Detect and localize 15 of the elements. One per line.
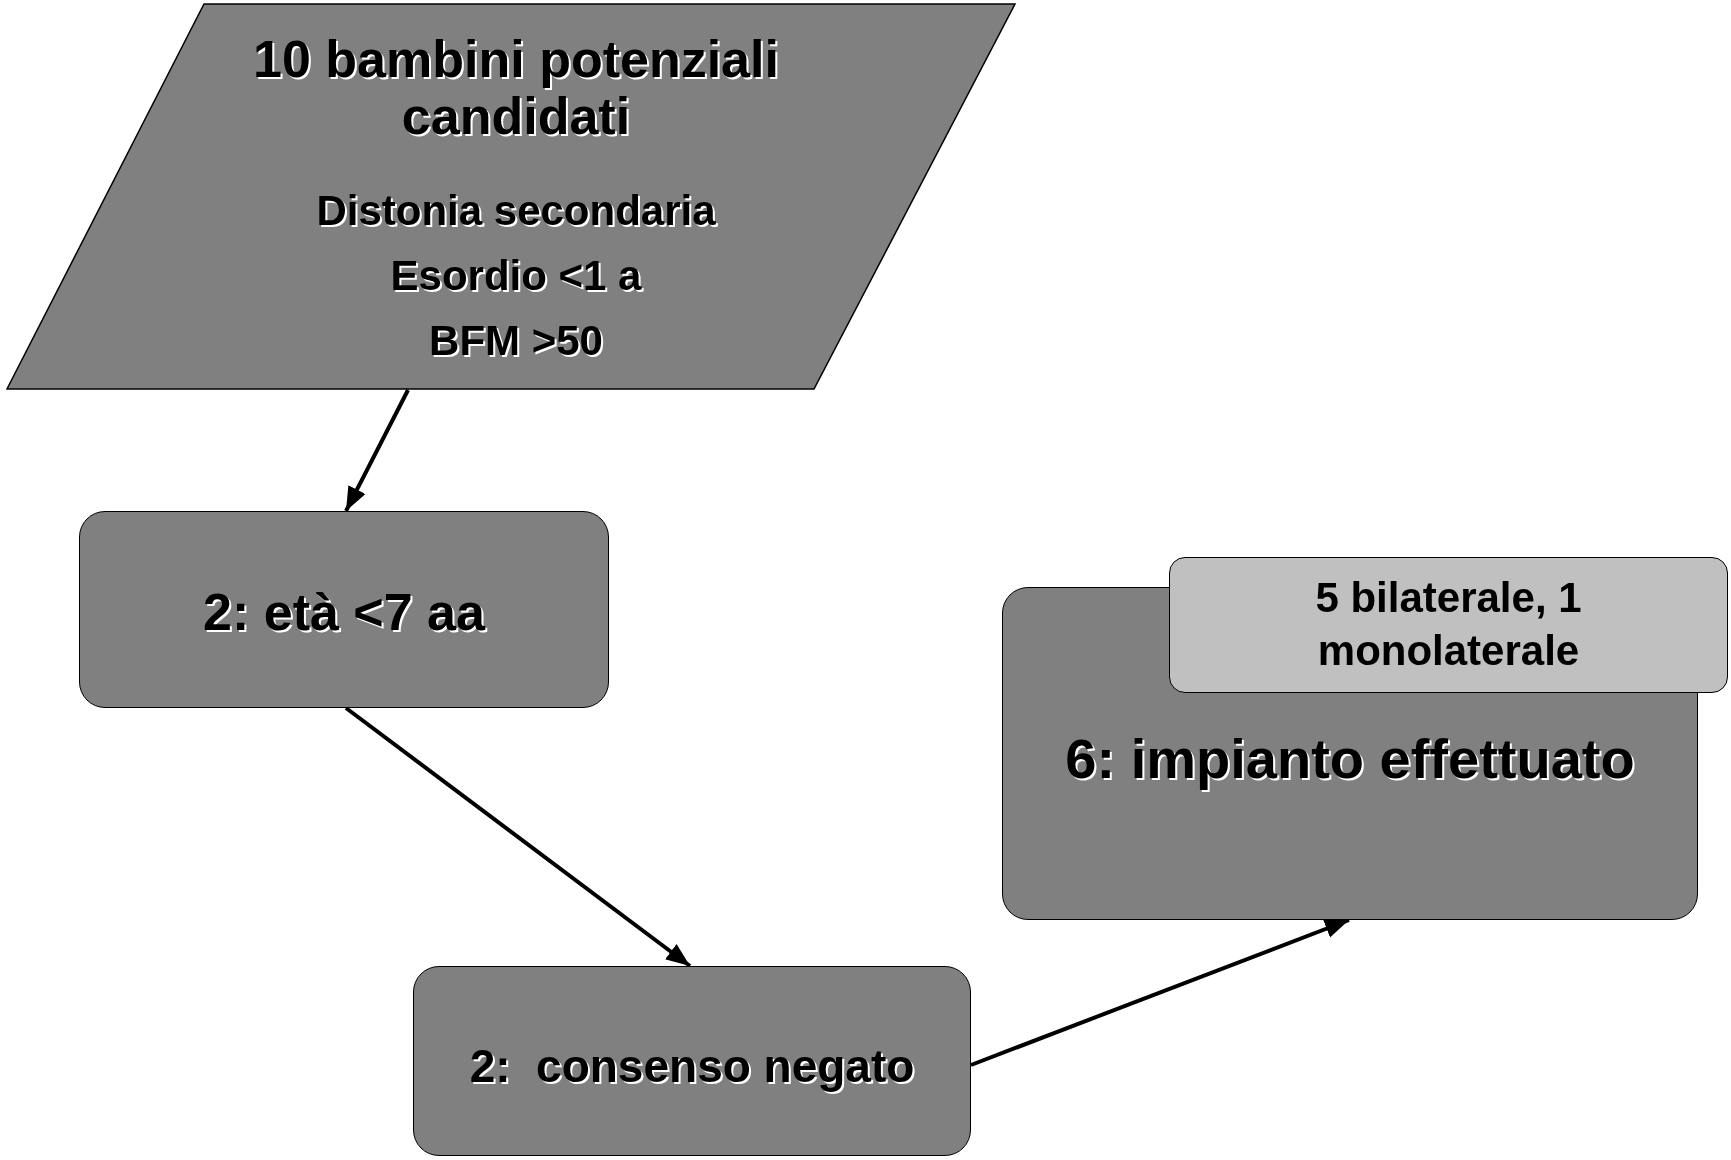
input-parallelogram bbox=[6, 3, 1016, 390]
heading-text: 10 bambini potenziali candidati bbox=[252, 31, 780, 146]
node-text: BFM >50 bbox=[428, 318, 604, 365]
process-box bbox=[79, 511, 609, 708]
process-box bbox=[413, 966, 971, 1156]
node-text: 5 bilaterale, 1 monolaterale bbox=[1314, 573, 1583, 676]
callout-tooltip bbox=[1169, 557, 1728, 693]
node-text: 6: impianto effettuato bbox=[1064, 728, 1636, 790]
node-text: 2: consenso negato bbox=[468, 1041, 916, 1092]
arrow bbox=[344, 389, 410, 512]
arrow bbox=[344, 706, 692, 968]
node-text: Distonia secondaria bbox=[315, 188, 717, 235]
arrow bbox=[970, 918, 1350, 1067]
node-text: 2: età <7 aa bbox=[202, 584, 487, 642]
node-text: Esordio <1 a bbox=[389, 253, 643, 300]
